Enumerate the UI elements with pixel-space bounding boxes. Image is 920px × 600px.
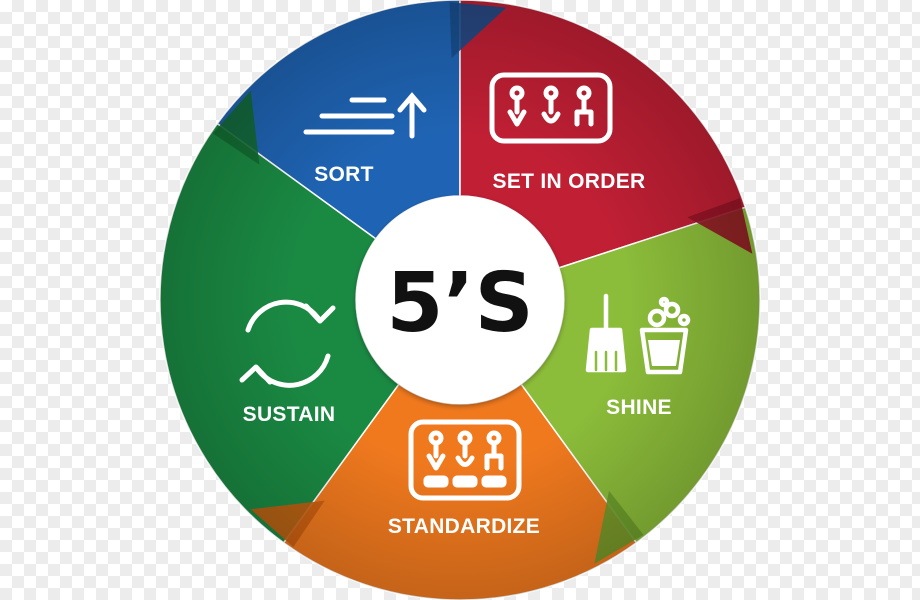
center-title: 5’S — [386, 256, 533, 351]
label-standardize: STANDARDIZE — [388, 515, 540, 538]
labeled-tool-board-icon — [408, 419, 522, 501]
label-sort: SORT — [314, 163, 374, 186]
label-sustain: SUSTAIN — [243, 403, 336, 426]
cycle-arrows-icon — [239, 299, 336, 388]
broom-bucket-icon — [585, 293, 691, 375]
label-set-in-order: SET IN ORDER — [493, 170, 646, 193]
center-hub — [356, 196, 564, 404]
label-shine: SHINE — [606, 396, 672, 419]
tool-board-icon — [489, 72, 613, 144]
sort-lines-up-arrow-icon — [303, 92, 427, 139]
